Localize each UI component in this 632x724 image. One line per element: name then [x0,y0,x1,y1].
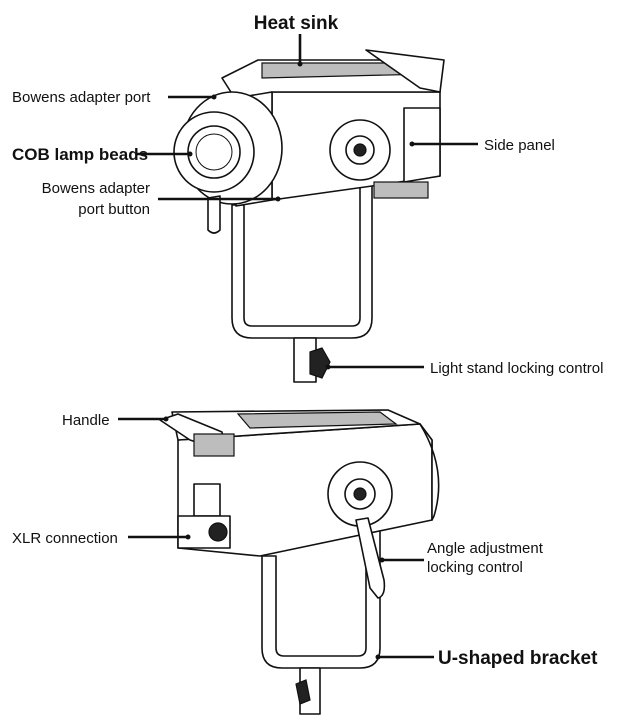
label-side-panel: Side panel [484,137,555,154]
rear-front-lens [419,423,440,521]
leader-lines [118,34,478,660]
label-xlr-connection: XLR connection [12,530,118,547]
rear-panel-window [193,483,221,517]
front-rear-sink [365,49,445,93]
rear-xlr-port [208,522,228,542]
front-u-bracket [231,184,373,339]
rear-vent [193,433,235,457]
label-angle-adjustment-line1: Angle adjustment [427,540,544,557]
label-cob-lamp-beads: COB lamp beads [12,145,148,164]
front-cob-inner [195,133,233,171]
front-bowens-button [207,195,221,234]
label-bowens-button-line1: Bowens adapter [42,180,150,197]
rear-side-knob-center [353,487,367,501]
label-light-stand-locking: Light stand locking control [430,360,603,377]
label-heat-sink: Heat sink [254,13,339,34]
label-handle: Handle [62,412,110,429]
label-angle-adjustment-line2: locking control [427,559,523,576]
front-side-knob-center [353,143,367,157]
label-u-shaped-bracket: U-shaped bracket [438,648,598,669]
label-bowens-button-line2: port button [78,201,150,218]
rear-stand-knob [295,679,311,705]
front-brand-plate [373,181,429,199]
front-view-light [173,49,445,383]
rear-heatsink-fins [236,411,398,429]
rear-angle-lever [355,517,386,599]
front-stand-knob [309,347,331,379]
rear-view-light [159,409,440,715]
label-bowens-adapter-port: Bowens adapter port [12,89,151,106]
